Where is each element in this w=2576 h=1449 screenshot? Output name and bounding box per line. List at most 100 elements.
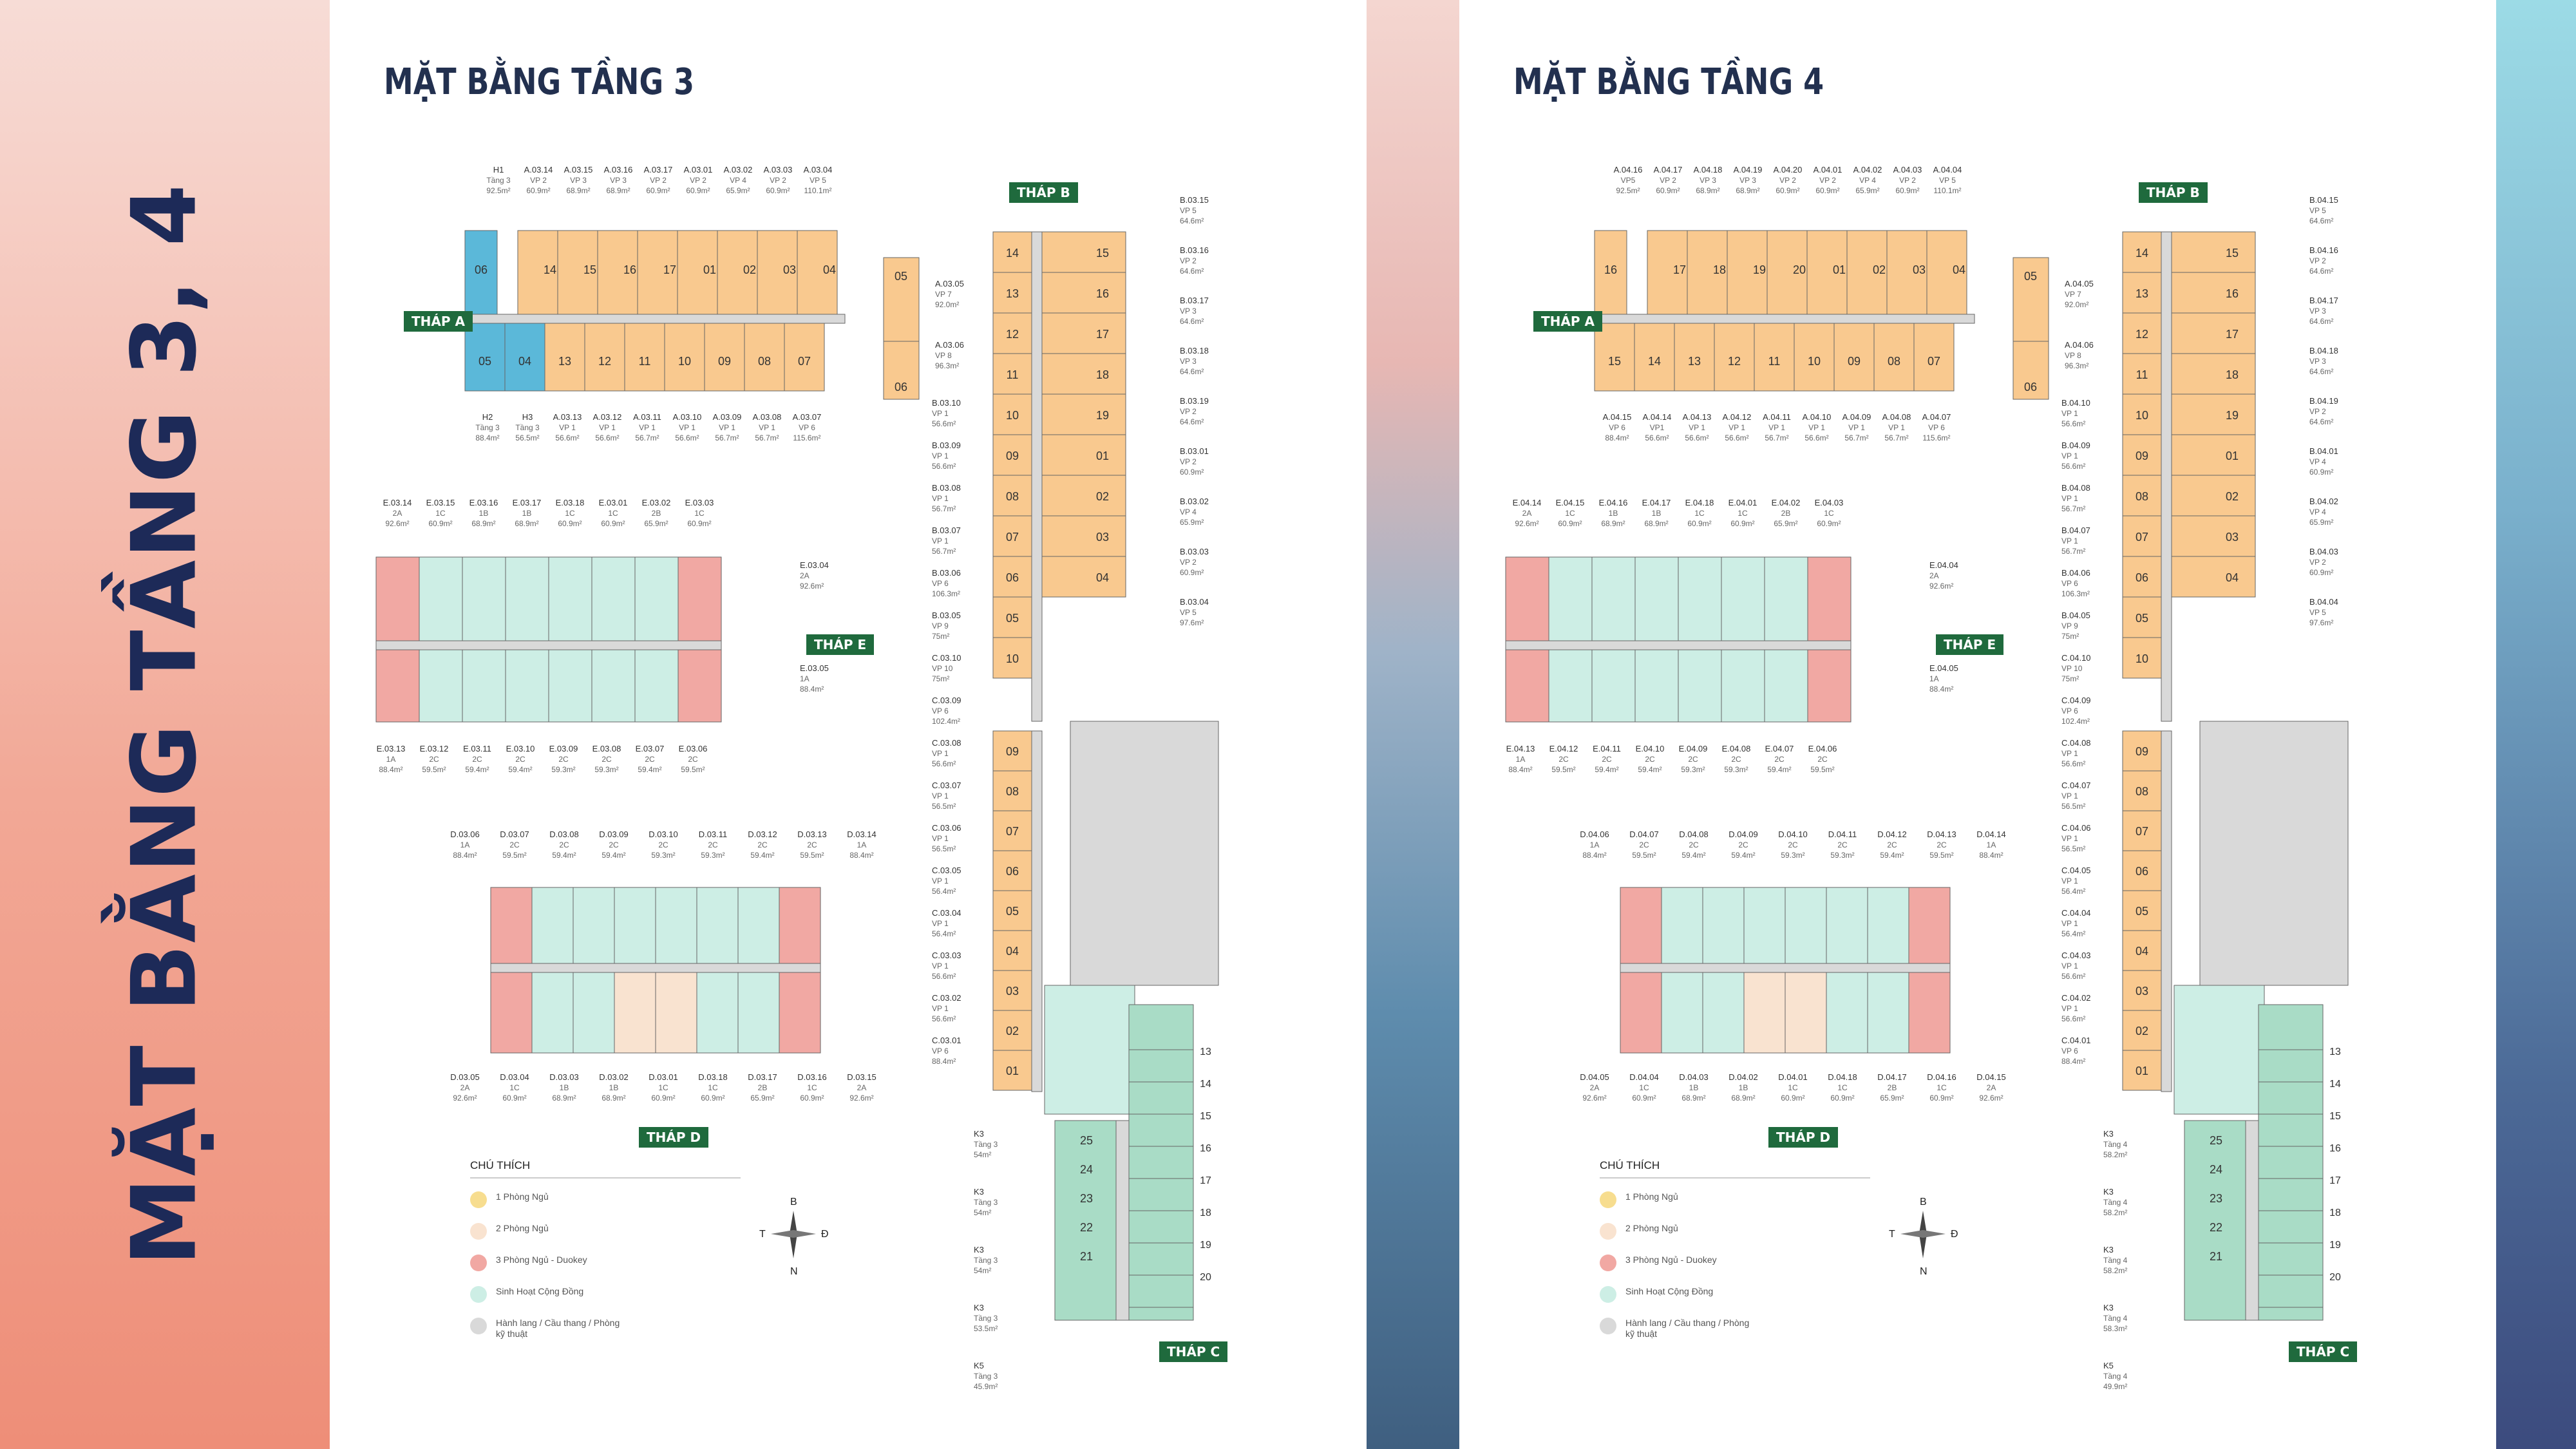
tower-c-k-label-area: 58.2m² bbox=[2103, 1208, 2127, 1217]
tower-b-unit-number: 16 bbox=[1096, 287, 1109, 300]
tower-d-bottom-label-area: 60.9m² bbox=[701, 1094, 724, 1103]
tower-c-left-label-code: C.03.08 bbox=[932, 738, 961, 748]
legend-item-corridor: Hành lang / Cầu thang / Phòng kỹ thuật bbox=[470, 1318, 741, 1340]
tower-d-top-label-type: 2C bbox=[609, 840, 619, 849]
tower-a-bottom-label-area: 56.7m² bbox=[1765, 433, 1788, 442]
tower-a-unit-number: 17 bbox=[663, 263, 676, 276]
link-unit-label-code: A.04.06 bbox=[2065, 340, 2094, 350]
tower-a-bottom-label-code: A.03.12 bbox=[593, 412, 622, 422]
tower-a-top-label-type: VP 2 bbox=[650, 176, 667, 185]
tower-a-bottom-label-area: 56.6m² bbox=[555, 433, 579, 442]
tower-b-right-label-code: B.03.17 bbox=[1180, 296, 1209, 305]
tower-e-bottom-label-type: 2C bbox=[601, 755, 612, 764]
tower-a-bottom-label-code: A.03.09 bbox=[713, 412, 742, 422]
tower-e-top-label-area: 65.9m² bbox=[1774, 519, 1797, 528]
tower-b-right-label-type: VP 5 bbox=[1180, 608, 1197, 617]
tower-d-top-label-area: 59.4m² bbox=[750, 851, 774, 860]
tower-a-unit-number: 13 bbox=[1688, 355, 1701, 368]
tower-b-right-label-type: VP 3 bbox=[1180, 307, 1197, 316]
tower-e-top-label-type: 1C bbox=[435, 509, 446, 518]
tower-e-bottom-label-type: 2C bbox=[1817, 755, 1828, 764]
tower-c-left-label-type: VP 1 bbox=[2061, 749, 2078, 758]
tower-c-unit bbox=[2122, 770, 2162, 811]
tower-d-top-label-area: 59.4m² bbox=[552, 851, 576, 860]
tower-d-tag: THÁP D bbox=[639, 1127, 709, 1148]
compass-east-label: Đ bbox=[821, 1229, 829, 1240]
tower-d-unit bbox=[737, 972, 780, 1054]
tower-c-left-label-code: C.04.01 bbox=[2061, 1036, 2091, 1045]
tower-c-unit-number: 08 bbox=[2136, 785, 2148, 798]
tower-d-bottom-label-area: 60.9m² bbox=[651, 1094, 675, 1103]
tower-e-side-label-type: 1A bbox=[1929, 674, 1939, 683]
tower-a-bottom-label-area: 56.6m² bbox=[1725, 433, 1748, 442]
tower-e-bottom-label-type: 2C bbox=[429, 755, 439, 764]
tower-b-right-label-code: B.04.02 bbox=[2309, 497, 2338, 506]
tower-e-top-label-area: 65.9m² bbox=[644, 519, 668, 528]
tower-c-left-label-type: VP 1 bbox=[2061, 834, 2078, 843]
tower-b-right-label-area: 97.6m² bbox=[1180, 618, 1204, 627]
tower-a-unit bbox=[1674, 323, 1715, 392]
tower-c-left-label-type: VP 1 bbox=[932, 919, 949, 928]
legend-label: Sinh Hoạt Cộng Đồng bbox=[1625, 1286, 1714, 1296]
tower-c-right-unit bbox=[2258, 1242, 2324, 1276]
tower-a-unit-number: 07 bbox=[798, 355, 811, 368]
compass-west-label: T bbox=[759, 1229, 766, 1240]
tower-e-bottom-label-code: E.03.06 bbox=[679, 744, 708, 753]
tower-b-unit bbox=[2122, 515, 2162, 557]
tower-a-top-label-area: 68.9m² bbox=[606, 186, 630, 195]
tower-c-left-label-code: B.04.07 bbox=[2061, 526, 2090, 535]
tower-b-unit bbox=[2171, 475, 2256, 516]
tower-a-top-label-code: A.04.04 bbox=[1933, 165, 1962, 175]
tower-b-right-label-code: B.04.18 bbox=[2309, 346, 2338, 355]
legend-item-2-bedroom: 2 Phòng Ngủ bbox=[470, 1223, 741, 1240]
tower-a-top-label-code: A.04.17 bbox=[1654, 165, 1683, 175]
tower-a-top-label-area: 65.9m² bbox=[726, 186, 750, 195]
tower-e-bottom-label-code: E.03.12 bbox=[420, 744, 449, 753]
tower-a-top-label-type: VP 3 bbox=[610, 176, 627, 185]
tower-d-top-label-type: 1A bbox=[857, 840, 867, 849]
tower-a-unit-number: 06 bbox=[475, 263, 488, 276]
tower-a-top-label-area: 92.5m² bbox=[1616, 186, 1640, 195]
tower-a-bottom-label-code: A.03.10 bbox=[673, 412, 702, 422]
link-unit bbox=[2012, 341, 2049, 400]
tower-c-left-label-code: C.04.05 bbox=[2061, 866, 2091, 875]
tower-d-unit bbox=[1908, 972, 1951, 1054]
tower-e-side-label-code: E.04.04 bbox=[1929, 560, 1958, 570]
tower-a-bottom-label-type: VP 1 bbox=[559, 423, 576, 432]
tower-b-unit-number: 17 bbox=[2226, 328, 2239, 341]
tower-e-top-label-type: 1C bbox=[1738, 509, 1748, 518]
tower-e-unit bbox=[1634, 649, 1679, 723]
tower-e-bottom-label-area: 88.4m² bbox=[1508, 765, 1532, 774]
tower-d-top-label-type: 2C bbox=[757, 840, 768, 849]
tower-d-unit bbox=[1785, 972, 1827, 1054]
tower-e-top-label-area: 60.9m² bbox=[1558, 519, 1582, 528]
tower-c-left-label-code: C.04.04 bbox=[2061, 908, 2091, 918]
tower-c-left-label-code: B.03.05 bbox=[932, 611, 961, 620]
tower-c-left-label-type: VP 6 bbox=[2061, 706, 2078, 715]
tower-e-top-label-type: 1C bbox=[1694, 509, 1705, 518]
legend-label: Sinh Hoạt Cộng Đồng bbox=[496, 1286, 584, 1296]
tower-e-top-label-area: 60.9m² bbox=[1730, 519, 1754, 528]
tower-c-k-label-code: K5 bbox=[974, 1361, 984, 1370]
tower-a-top-label-code: A.03.16 bbox=[604, 165, 633, 175]
tower-a-top-label-area: 110.1m² bbox=[1933, 186, 1961, 195]
tower-a-bottom-label-type: VP 1 bbox=[1888, 423, 1905, 432]
tower-b-right-label-code: B.04.17 bbox=[2309, 296, 2338, 305]
tower-d-top-label-code: D.04.07 bbox=[1629, 829, 1659, 839]
tower-a-unit bbox=[1687, 230, 1728, 315]
tower-a-bottom-label-type: VP 1 bbox=[1808, 423, 1825, 432]
tower-a-unit bbox=[1714, 323, 1755, 392]
tower-d-unit bbox=[1826, 887, 1868, 964]
legend-item-community: Sinh Hoạt Cộng Đồng bbox=[470, 1286, 741, 1303]
tower-c-left-label-area: 56.6m² bbox=[2061, 759, 2085, 768]
tower-c-k-label-type: Tầng 3 bbox=[974, 1198, 998, 1207]
tower-b-unit bbox=[1041, 272, 1126, 314]
tower-d-bottom-label-type: 1C bbox=[1639, 1083, 1649, 1092]
tower-d-top-label-type: 2C bbox=[509, 840, 520, 849]
legend-title: CHÚ THÍCH bbox=[470, 1159, 531, 1171]
tower-e-top-label-type: 2A bbox=[393, 509, 402, 518]
legend-swatch bbox=[1600, 1286, 1616, 1303]
tower-b-right-label-area: 60.9m² bbox=[2309, 468, 2333, 477]
tower-c-left-label-code: B.03.09 bbox=[932, 440, 961, 450]
tower-b-right-label-code: B.04.03 bbox=[2309, 547, 2338, 556]
